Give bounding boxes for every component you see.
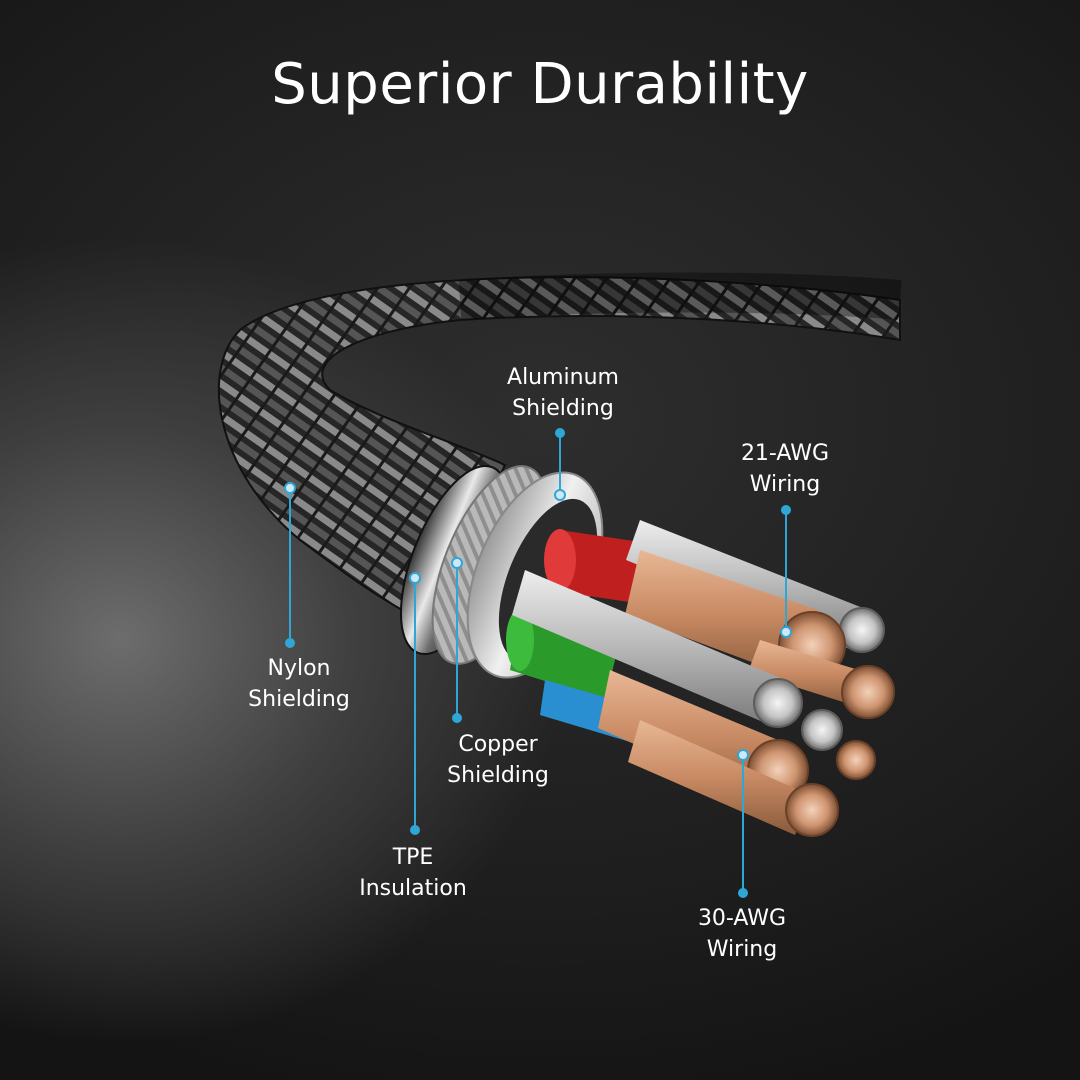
silver-wire-middle [512,570,785,725]
page-title: Superior Durability [271,52,809,117]
